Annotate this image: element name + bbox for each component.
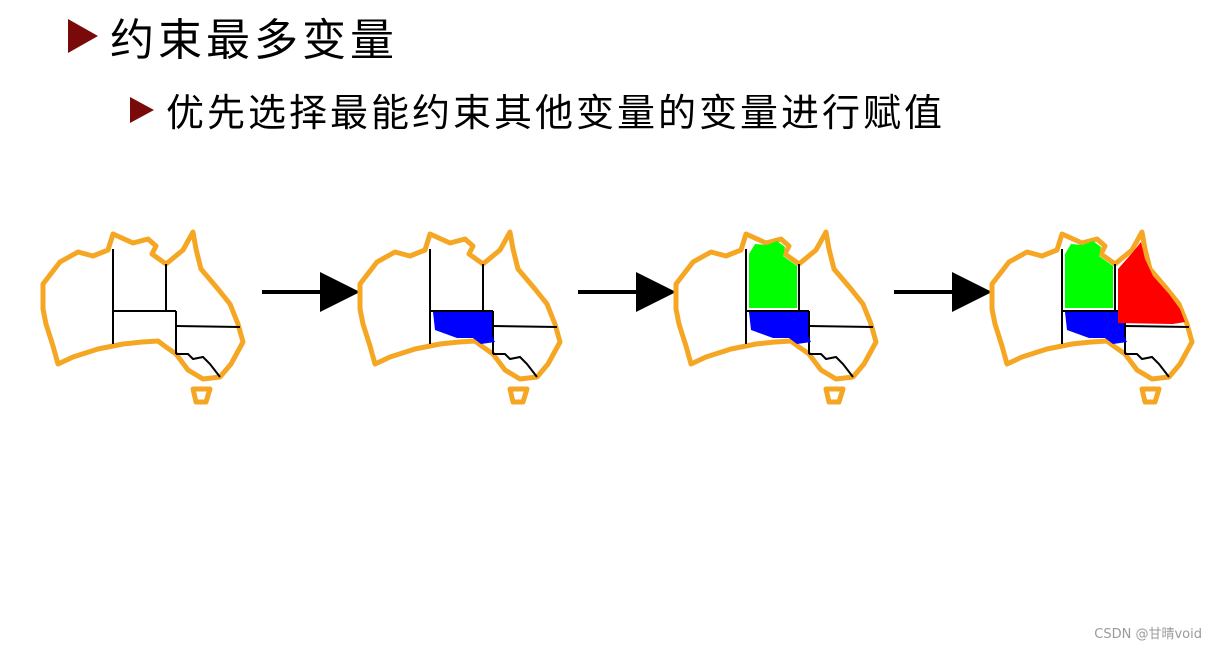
region-nt — [113, 239, 166, 310]
triangle-bullet-icon — [68, 19, 98, 53]
subheading-bullet: 优先选择最能约束其他变量的变量进行赋值 — [130, 82, 945, 137]
map-coloring-diagram — [0, 200, 1218, 420]
heading-bullet: 约束最多变量 — [68, 4, 398, 68]
region-sa — [433, 312, 495, 344]
region-q — [1118, 242, 1185, 324]
region-nt — [749, 241, 797, 308]
region-sa — [1065, 312, 1127, 344]
map-step-3 — [676, 232, 876, 402]
heading-text: 约束最多变量 — [110, 15, 398, 66]
region-q — [168, 232, 238, 326]
triangle-bullet-icon — [130, 96, 154, 123]
region-sa — [749, 312, 811, 344]
subheading-text: 优先选择最能约束其他变量的变量进行赋值 — [166, 91, 946, 135]
map-step-4 — [992, 232, 1192, 402]
map-step-2 — [360, 232, 560, 402]
watermark: CSDN @甘晴void — [1094, 627, 1202, 642]
region-nt — [1065, 241, 1113, 308]
map-step-1 — [43, 232, 243, 402]
